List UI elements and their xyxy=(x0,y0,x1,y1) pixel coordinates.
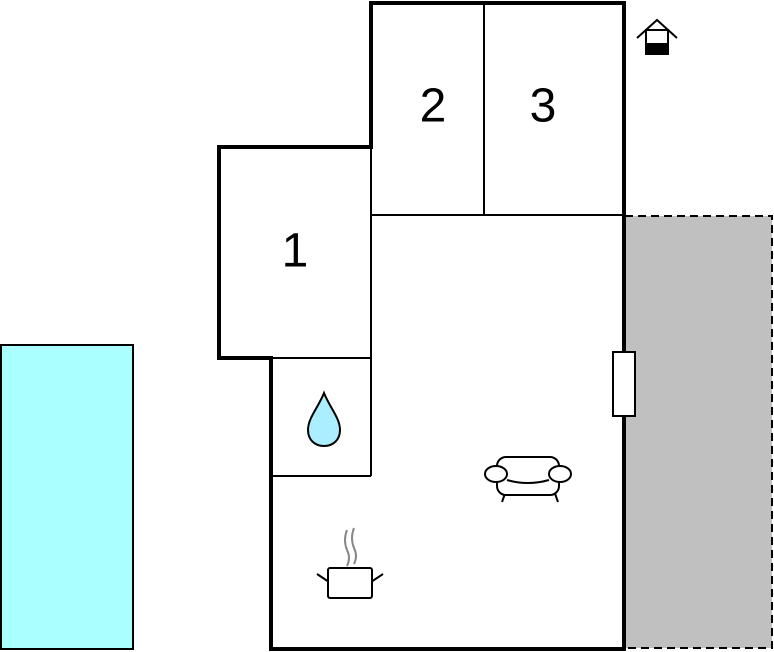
house-level-icon xyxy=(636,18,678,55)
room-1-label: 1 xyxy=(282,225,309,278)
door-icon xyxy=(612,351,636,417)
room-3-label: 3 xyxy=(530,80,557,133)
sofa-icon xyxy=(484,456,572,503)
pool xyxy=(0,344,134,650)
terrace xyxy=(624,215,773,649)
room-2-label: 2 xyxy=(420,80,447,133)
water-drop-icon xyxy=(306,390,342,448)
cooking-pot-icon xyxy=(316,527,384,599)
interior-walls xyxy=(271,3,624,477)
